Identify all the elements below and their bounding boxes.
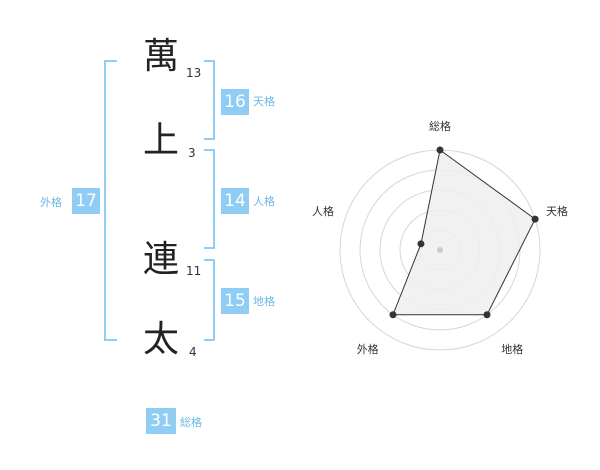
gaikaku-value-badge: 17 — [72, 188, 100, 214]
stroke-count-2: 3 — [188, 146, 196, 160]
stroke-count-1: 13 — [186, 66, 202, 80]
name-char-3: 連 — [142, 239, 179, 280]
radar-point-2 — [483, 311, 491, 319]
jinkaku-bracket — [204, 149, 215, 249]
jinkaku-label: 人格 — [253, 195, 275, 208]
radar-axis-label-chikaku: 地格 — [501, 342, 524, 356]
radar-axis-label-gaikaku: 外格 — [356, 342, 379, 356]
chikaku-bracket — [204, 259, 215, 341]
chikaku-label: 地格 — [253, 295, 275, 308]
name-char-4: 太 — [142, 319, 179, 360]
name-char-1: 萬 — [142, 36, 179, 77]
radar-point-1 — [531, 215, 539, 223]
radar-axis-label-jinkaku: 人格 — [312, 204, 335, 218]
gaikaku-bracket — [104, 60, 117, 341]
tenkaku-label: 天格 — [253, 95, 275, 108]
radar-center-point — [437, 247, 443, 253]
radar-axis-label-soukaku: 総格 — [429, 120, 451, 133]
stroke-count-3: 11 — [186, 264, 202, 278]
jinkaku-value-badge: 14 — [221, 188, 249, 214]
soukaku-label: 総格 — [180, 416, 202, 429]
name-char-2: 上 — [142, 120, 179, 161]
radar-point-3 — [389, 311, 397, 319]
stroke-count-4: 4 — [189, 345, 197, 359]
gaikaku-label: 外格 — [40, 196, 62, 209]
radar-axis-label-tenkaku: 天格 — [545, 204, 568, 218]
soukaku-value-badge: 31 — [146, 408, 176, 434]
chikaku-value-badge: 15 — [221, 288, 249, 314]
radar-polygon — [392, 149, 536, 316]
radar-point-0 — [436, 146, 444, 154]
radar-point-4 — [417, 240, 425, 248]
tenkaku-value-badge: 16 — [221, 89, 249, 115]
tenkaku-bracket — [204, 60, 215, 140]
